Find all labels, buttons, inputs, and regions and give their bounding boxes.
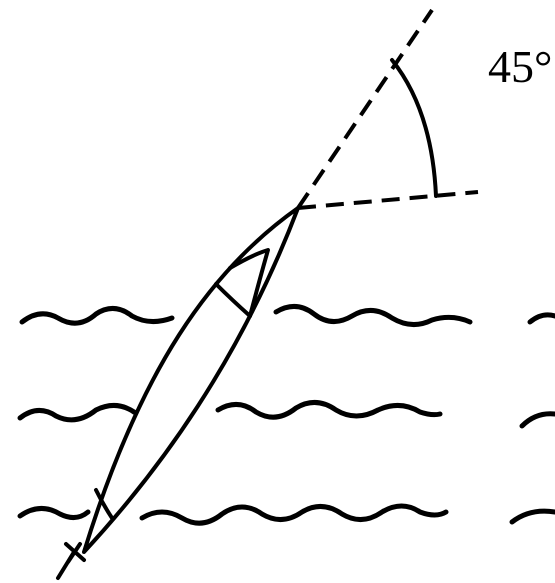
wave-line [139,503,449,526]
bow-crossbar [214,282,252,318]
wave-line [273,304,473,327]
horizontal-reference-line [297,190,479,210]
wave-line [519,411,555,429]
water-waves [17,304,555,526]
heading-line [296,8,434,210]
boat [56,206,300,580]
wave-line [215,400,443,420]
angle-arc [390,58,438,198]
angle-label: 45° [488,41,552,92]
stern-seat [94,488,114,520]
bow-deck-contour [228,248,270,318]
rudder-mark [56,542,86,580]
boat-hull [82,206,300,554]
wave-line [19,306,175,326]
angle-guides [296,8,479,210]
wave-line [527,312,555,325]
wave-line [17,403,137,423]
wave-line [509,508,555,525]
wave-line [17,506,91,520]
